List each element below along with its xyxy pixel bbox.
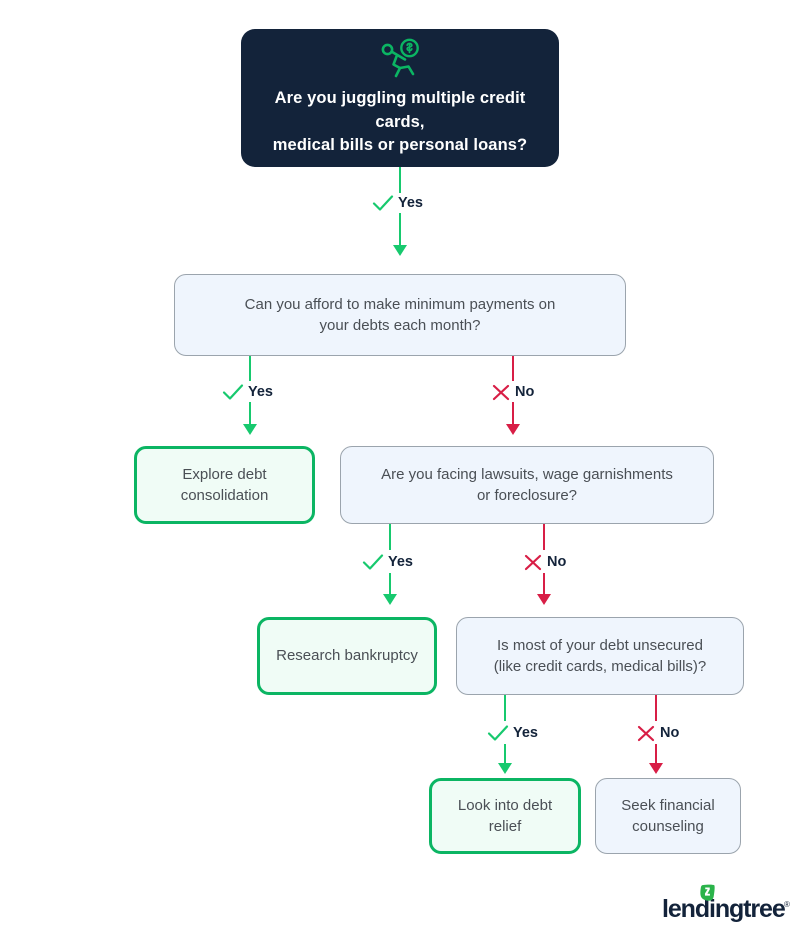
flow-node-root-question[interactable]: Are you juggling multiple credit cards, … [241,29,559,167]
connector-lawsuits-no-lower [543,573,545,597]
flow-node-label: Look into debt relief [457,796,553,835]
branch-lawsuits-no: No [521,552,569,572]
flow-node-label: Is most of your debt unsecured (like cre… [493,636,707,675]
person-juggling-money-icon [378,38,422,78]
connector-root-to-minimum-payments-lower [399,213,401,248]
arrowhead-lawsuits-yes [383,594,397,605]
flow-node-label: Can you afford to make minimum payments … [244,295,556,334]
branch-unsecured-yes: Yes [485,723,540,743]
flow-node-outcome-debt-relief[interactable]: Look into debt relief [429,778,581,854]
flow-node-label: Are you facing lawsuits, wage garnishmen… [381,465,673,504]
x-icon [492,384,510,401]
connector-minpay-no-lower [512,402,514,427]
flow-node-label: Explore debt consolidation [180,465,269,504]
connector-lawsuits-no-upper [543,524,545,550]
branch-label-text: Yes [248,384,273,400]
flow-node-outcome-financial-counseling[interactable]: Seek financial counseling [595,778,741,854]
flow-node-label: Research bankruptcy [276,647,418,665]
flow-node-label: Are you juggling multiple credit cards, … [272,89,528,155]
branch-label-text: Yes [388,554,413,570]
check-icon [487,725,509,741]
leaf-icon [700,884,715,901]
arrowhead-unsecured-yes [498,763,512,774]
branch-label-text: Yes [398,195,423,211]
flow-node-question-minimum-payments[interactable]: Can you afford to make minimum payments … [174,274,626,356]
flow-node-question-lawsuits[interactable]: Are you facing lawsuits, wage garnishmen… [340,446,714,524]
connector-lawsuits-yes-lower [389,573,391,597]
branch-label-text: No [515,384,535,400]
connector-minpay-no-upper [512,356,514,381]
x-icon [637,725,655,742]
registered-trademark-mark: ® [784,900,790,909]
check-icon [222,384,244,400]
connector-minpay-yes-upper [249,356,251,381]
connector-unsecured-no-lower [655,744,657,766]
flow-node-label: Seek financial counseling [621,796,715,835]
lendingtree-logo[interactable]: lendingtree ® [648,884,796,924]
connector-lawsuits-yes-upper [389,524,391,550]
x-icon [524,554,542,571]
branch-label-text: No [547,554,567,570]
arrowhead-root-to-minimum-payments [393,245,407,256]
check-icon [372,195,394,211]
branch-unsecured-no: No [634,723,682,743]
branch-minpay-yes: Yes [220,382,275,402]
branch-minpay-no: No [489,382,537,402]
flow-node-outcome-research-bankruptcy[interactable]: Research bankruptcy [257,617,437,695]
arrowhead-minpay-no [506,424,520,435]
logo-wordmark: lendingtree [662,895,786,923]
branch-label-text: No [660,725,680,741]
connector-unsecured-no-upper [655,695,657,721]
branch-label-text: Yes [513,725,538,741]
branch-root-yes: Yes [370,193,425,213]
arrowhead-unsecured-no [649,763,663,774]
arrowhead-minpay-yes [243,424,257,435]
flow-node-question-unsecured-debt[interactable]: Is most of your debt unsecured (like cre… [456,617,744,695]
connector-unsecured-yes-upper [504,695,506,721]
connector-minpay-yes-lower [249,402,251,427]
check-icon [362,554,384,570]
arrowhead-lawsuits-no [537,594,551,605]
connector-root-to-minimum-payments [399,167,401,201]
branch-lawsuits-yes: Yes [360,552,415,572]
connector-unsecured-yes-lower [504,744,506,766]
flow-node-outcome-debt-consolidation[interactable]: Explore debt consolidation [134,446,315,524]
